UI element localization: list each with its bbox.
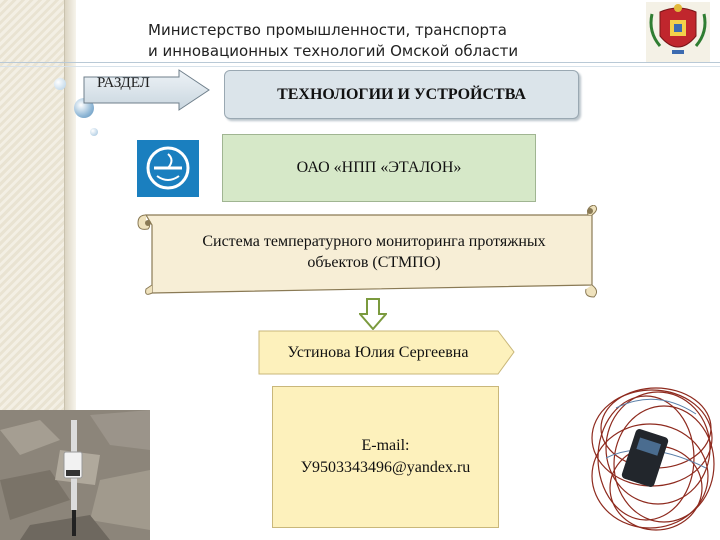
- decorative-bubble: [90, 128, 98, 136]
- decorative-horizontal-line-2: [0, 66, 720, 67]
- email-label: E-mail:: [361, 437, 410, 454]
- ministry-header: Министерство промышленности, транспорта …: [148, 20, 588, 62]
- company-box: ОАО «НПП «ЭТАЛОН»: [222, 134, 536, 202]
- project-title-line-2: объектов (СТМПО): [307, 254, 441, 271]
- ministry-line-1: Министерство промышленности, транспорта: [148, 21, 507, 39]
- email-address[interactable]: У9503343496@yandex.ru: [300, 459, 471, 476]
- section-title-box: ТЕХНОЛОГИИ И УСТРОЙСТВА: [224, 70, 579, 119]
- decorative-horizontal-line: [0, 62, 720, 63]
- project-title-line-1: Система температурного мониторинга протя…: [202, 233, 546, 250]
- etalon-logo-icon: [137, 140, 199, 197]
- cable-sensor-photo-icon: [586, 368, 720, 540]
- down-arrow-icon: [359, 298, 387, 330]
- section-title: ТЕХНОЛОГИИ И УСТРОЙСТВА: [277, 85, 526, 103]
- section-arrow-label: РАЗДЕЛ: [97, 75, 150, 91]
- omsk-coat-of-arms-icon: [646, 2, 710, 62]
- left-band-edge: [64, 0, 76, 410]
- sensor-pole-photo-icon: [0, 410, 150, 540]
- ministry-line-2: и инновационных технологий Омской област…: [148, 42, 519, 60]
- company-name: ОАО «НПП «ЭТАЛОН»: [296, 159, 462, 176]
- left-decorative-band: [0, 0, 75, 410]
- decorative-vertical-line: [64, 0, 65, 540]
- email-box: E-mail: У9503343496@yandex.ru: [272, 386, 499, 528]
- project-title: Система температурного мониторинга протя…: [164, 231, 584, 273]
- project-scroll-banner: Система температурного мониторинга протя…: [134, 205, 600, 299]
- decorative-bubble: [54, 78, 66, 90]
- contact-person-name: Устинова Юлия Сергеевна: [287, 343, 469, 361]
- section-arrow: РАЗДЕЛ: [83, 69, 211, 111]
- person-pentagon-box: Устинова Юлия Сергеевна: [258, 330, 516, 375]
